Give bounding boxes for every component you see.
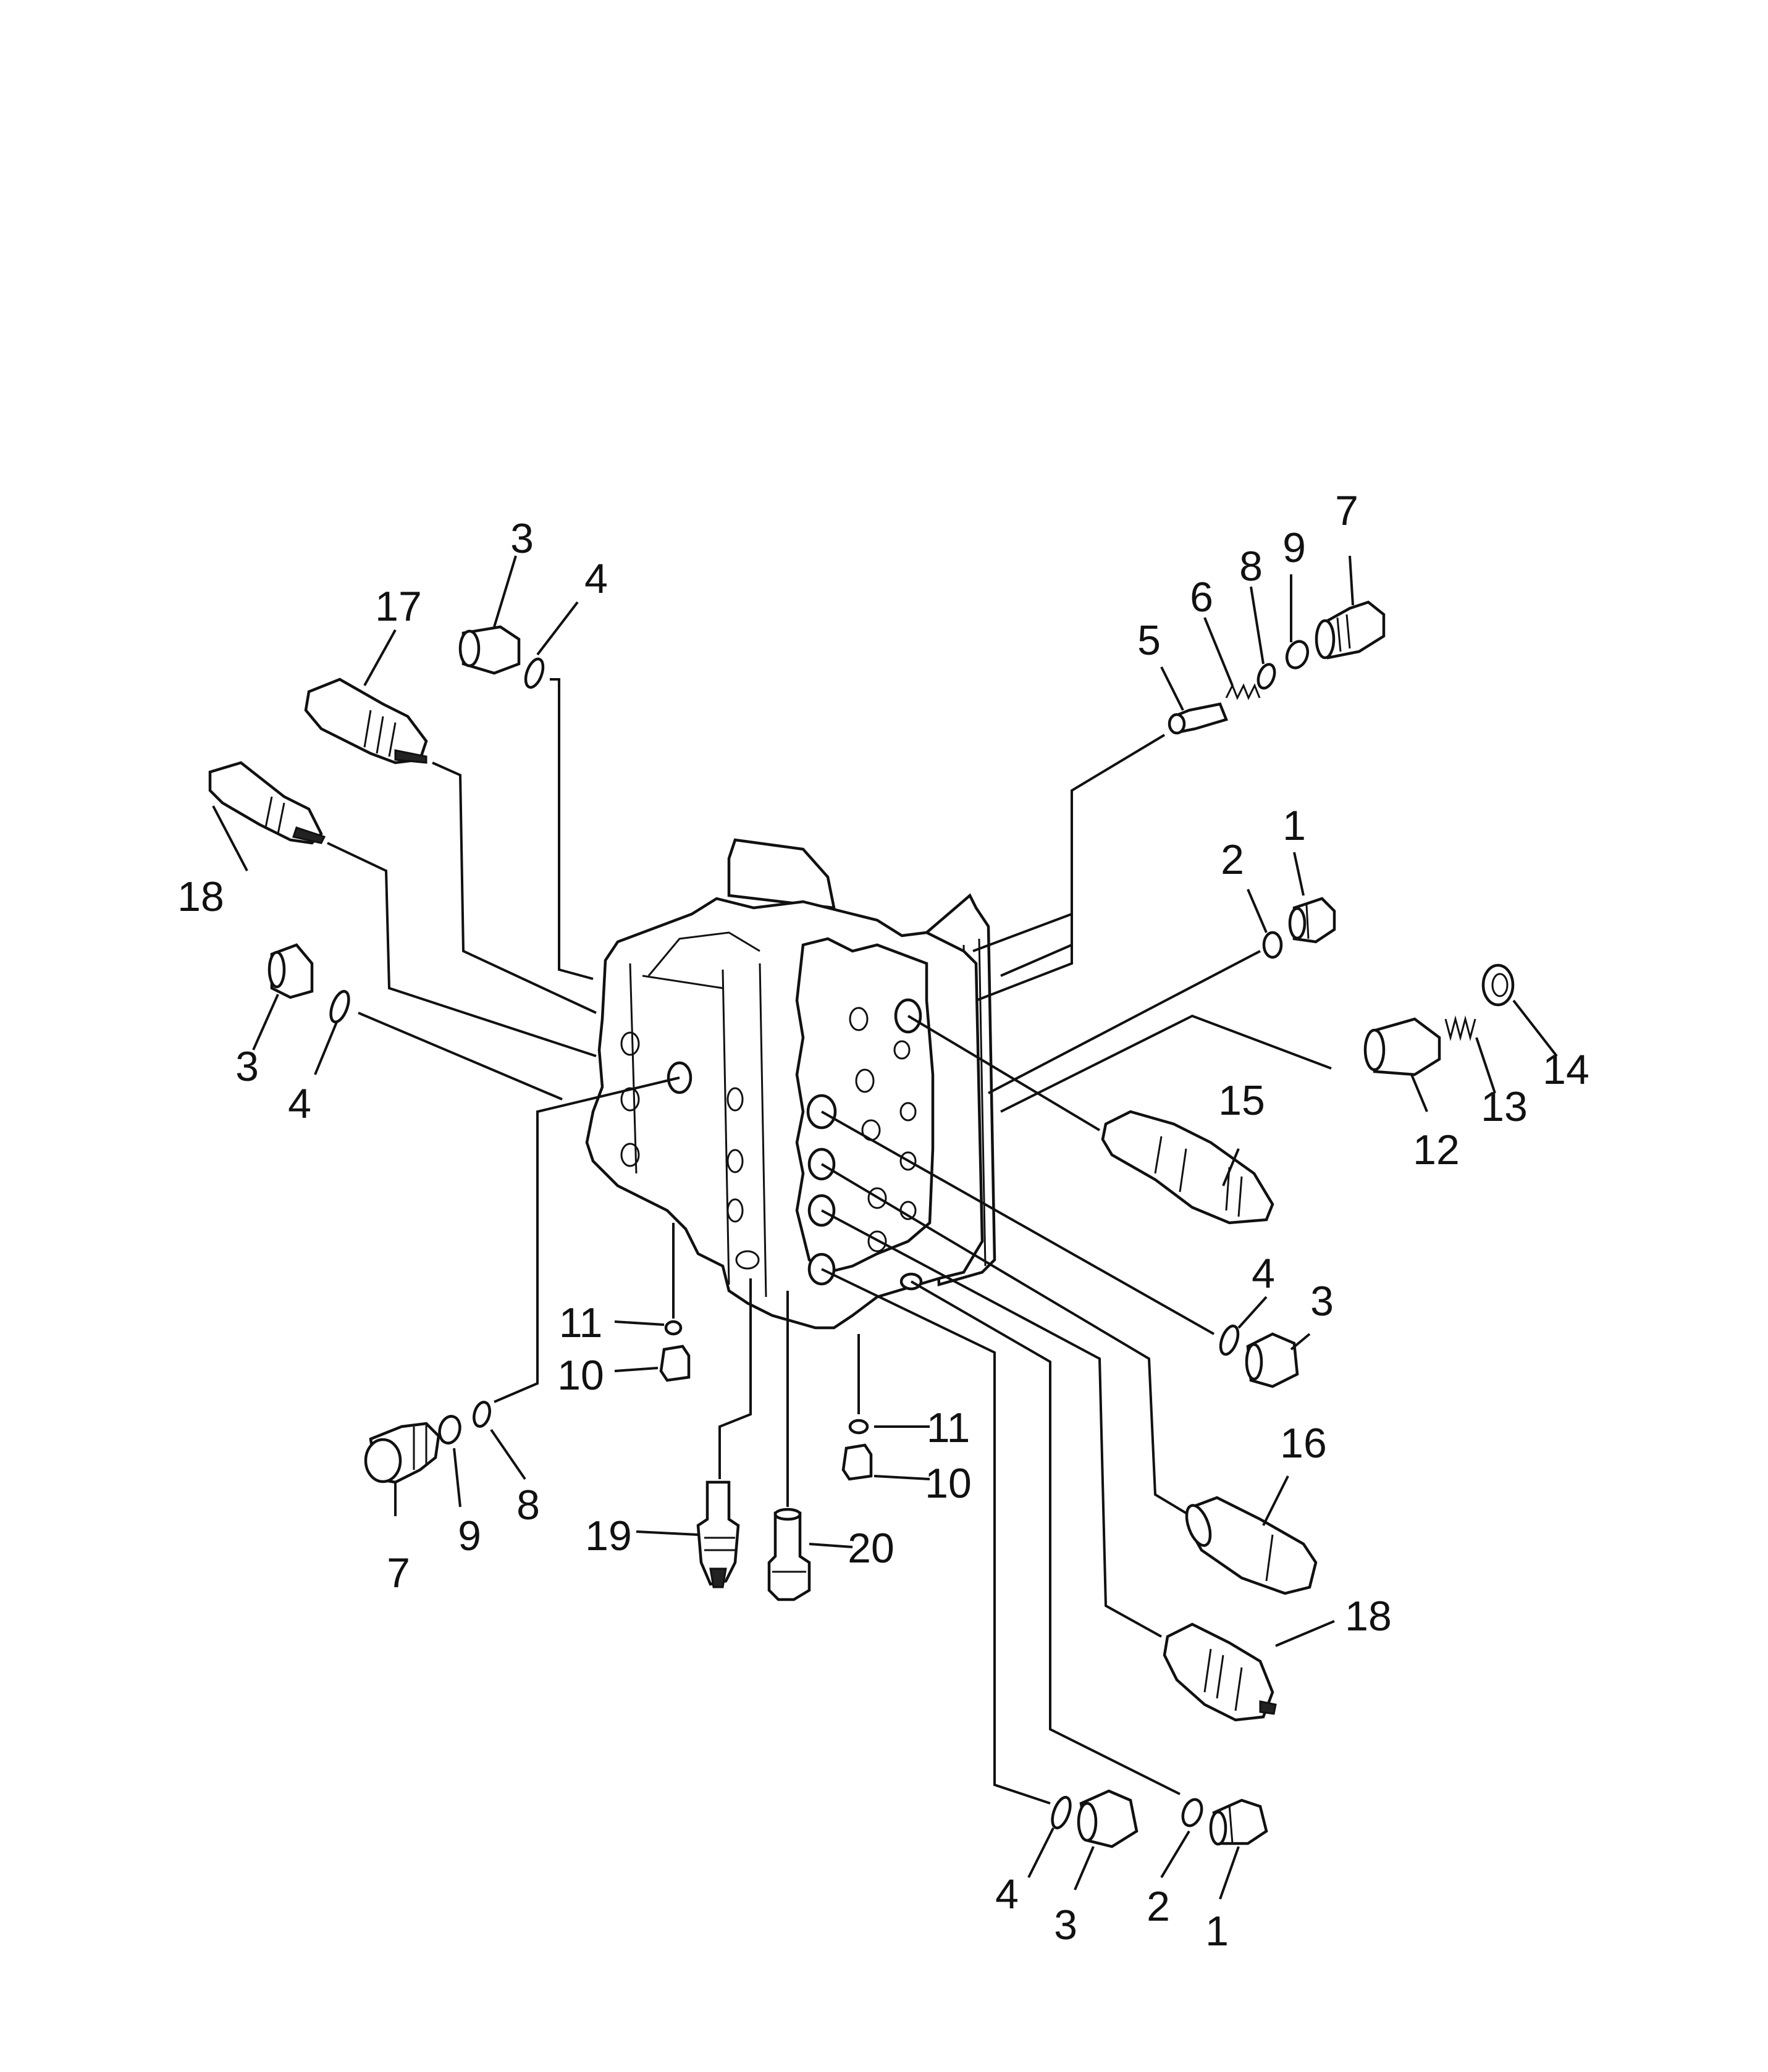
o-ring-11-right xyxy=(848,1419,869,1435)
plug-3-bottom xyxy=(1077,1789,1139,1848)
plug-3-top-left xyxy=(458,625,521,675)
assembly-lines xyxy=(327,678,1332,1805)
callout-2-bottom: 2 xyxy=(1147,1883,1170,1930)
washer-9-bottom-left xyxy=(438,1415,461,1445)
callout-7-bottom-left: 7 xyxy=(387,1550,410,1596)
callout-7-top: 7 xyxy=(1335,487,1358,534)
callout-4-bottom: 4 xyxy=(995,1871,1019,1918)
callout-13: 13 xyxy=(1481,1083,1528,1130)
plug-7-bottom-left xyxy=(364,1422,440,1484)
plug-1-bottom xyxy=(1209,1798,1268,1846)
callout-10-center: 10 xyxy=(557,1352,604,1399)
callout-8-top: 8 xyxy=(1239,543,1263,590)
washer-9-top xyxy=(1285,640,1310,669)
spring-13 xyxy=(1444,1015,1476,1041)
plug-3-left-mid xyxy=(267,943,314,999)
callout-4-left-mid: 4 xyxy=(288,1080,311,1127)
callout-leaders xyxy=(212,555,1558,1900)
callout-18-right: 18 xyxy=(1345,1593,1392,1640)
callout-labels: 3 4 17 18 3 4 5 6 8 9 7 2 1 12 13 14 15 … xyxy=(177,487,1589,1955)
o-ring-2-right-upper xyxy=(1262,931,1283,959)
callout-4-right: 4 xyxy=(1252,1250,1275,1297)
callout-1-bottom: 1 xyxy=(1205,1908,1229,1955)
callout-4-top-left: 4 xyxy=(584,555,608,602)
callout-12: 12 xyxy=(1413,1126,1460,1173)
callout-20: 20 xyxy=(848,1525,895,1572)
callout-14: 14 xyxy=(1543,1046,1589,1093)
sleeve-16 xyxy=(1185,1496,1318,1595)
callout-8-bottom-left: 8 xyxy=(516,1482,540,1529)
o-ring-4-bottom xyxy=(1051,1795,1072,1830)
o-ring-4-right xyxy=(1219,1324,1240,1356)
plug-3-right xyxy=(1245,1332,1299,1388)
plug-7-top-right xyxy=(1315,600,1386,660)
relief-valve-18-right xyxy=(1163,1622,1277,1722)
o-ring-11-center xyxy=(664,1320,683,1336)
callout-3-bottom: 3 xyxy=(1054,1902,1077,1948)
relief-valve-18-left xyxy=(208,761,326,845)
callout-5: 5 xyxy=(1137,617,1161,664)
callout-3-top-left: 3 xyxy=(510,515,534,562)
valve-19 xyxy=(696,1480,740,1588)
callout-17: 17 xyxy=(375,583,422,630)
plug-10-right xyxy=(841,1443,873,1481)
o-ring-2-bottom xyxy=(1181,1798,1203,1827)
callout-9-bottom-left: 9 xyxy=(458,1512,481,1559)
valve-body xyxy=(585,838,996,1330)
callout-18-left: 18 xyxy=(177,873,224,920)
callout-6: 6 xyxy=(1190,574,1213,621)
callout-11-center: 11 xyxy=(559,1299,603,1346)
o-ring-8-top xyxy=(1257,663,1276,690)
plug-10-center xyxy=(659,1344,691,1382)
relief-valve-15 xyxy=(1101,1110,1274,1225)
o-ring-4-top-left xyxy=(524,657,545,689)
piston-5 xyxy=(1168,702,1229,735)
callout-15: 15 xyxy=(1218,1077,1265,1124)
callout-10-right: 10 xyxy=(925,1460,972,1507)
callout-9-top: 9 xyxy=(1282,524,1306,571)
callout-11-right: 11 xyxy=(927,1404,970,1451)
cap-14 xyxy=(1481,963,1515,1007)
callout-19: 19 xyxy=(585,1512,632,1559)
o-ring-4-left-mid xyxy=(329,989,350,1024)
callout-3-right: 3 xyxy=(1310,1278,1334,1325)
sleeve-12 xyxy=(1363,1017,1441,1076)
callout-16: 16 xyxy=(1280,1420,1327,1467)
o-ring-8-bottom-left xyxy=(473,1401,491,1428)
relief-valve-17 xyxy=(304,677,428,765)
callout-2-right-upper: 2 xyxy=(1221,836,1244,883)
plug-1-right-upper xyxy=(1288,897,1336,944)
callout-3-left-mid: 3 xyxy=(235,1043,259,1090)
spring-6 xyxy=(1225,683,1261,700)
valve-20 xyxy=(767,1508,811,1601)
callout-1-right-upper: 1 xyxy=(1282,802,1306,849)
